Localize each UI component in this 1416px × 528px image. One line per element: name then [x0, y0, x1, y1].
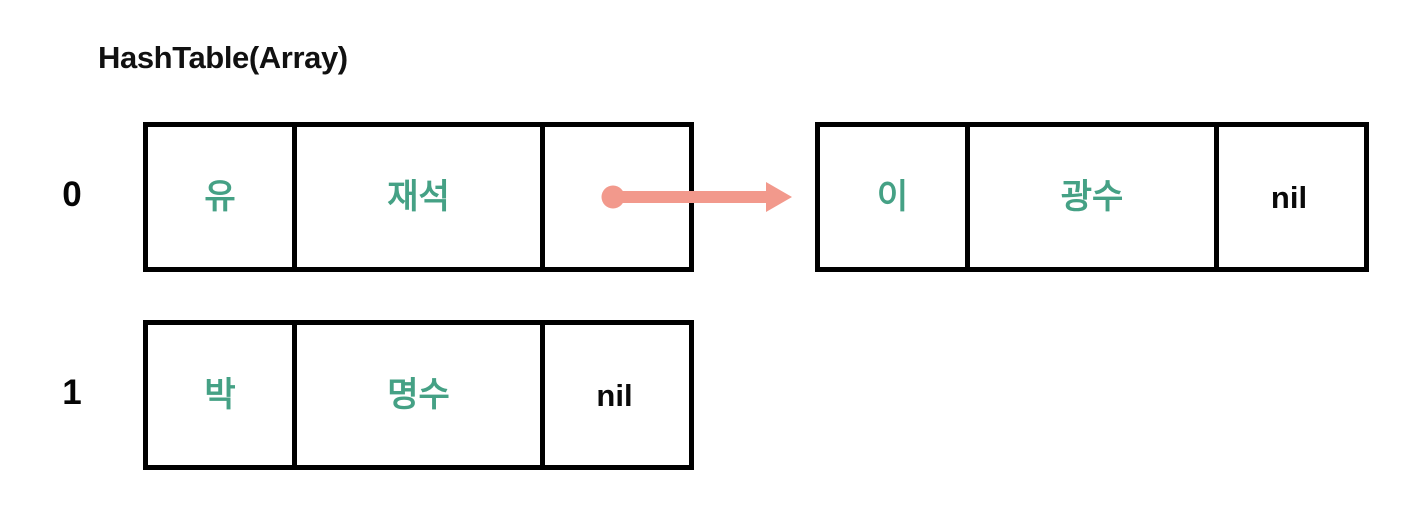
bucket-0-node-1-key-cell: 이 [820, 127, 965, 267]
bucket-1-node-0-value-cell: 명수 [292, 325, 540, 465]
bucket-0-node-1-next-cell: nil [1214, 127, 1359, 267]
bucket-1-node-0-next-cell: nil [540, 325, 684, 465]
bucket-0-node-1-next-text: nil [1270, 179, 1308, 215]
bucket-1-node-0-key-cell: 박 [148, 325, 292, 465]
bucket-1-node-0: 박 명수 nil [143, 320, 694, 470]
bucket-0-node-1-value-text: 광수 [1060, 178, 1124, 216]
bucket-0-node-0-key-text: 유 [204, 178, 236, 216]
bucket-1-node-0-key-text: 박 [204, 376, 236, 414]
bucket-1-node-0-value-text: 명수 [387, 376, 450, 414]
bucket-0-node-1-value-cell: 광수 [965, 127, 1214, 267]
arrowhead-icon [766, 182, 792, 212]
bucket-0-node-1: 이 광수 nil [815, 122, 1369, 272]
bucket-0-node-0-value-text: 재석 [387, 178, 450, 216]
page-title: HashTable(Array) [98, 40, 348, 75]
pointer-line-icon [612, 191, 772, 203]
bucket-0-node-0-key-cell: 유 [148, 127, 292, 267]
bucket-1-node-0-next-text: nil [596, 377, 633, 413]
next-pointer-arrow [598, 176, 798, 218]
bucket-0-node-0-value-cell: 재석 [292, 127, 540, 267]
bucket-index-0: 0 [62, 175, 82, 214]
bucket-0-node-1-key-text: 이 [876, 178, 909, 216]
bucket-index-1: 1 [62, 373, 82, 412]
